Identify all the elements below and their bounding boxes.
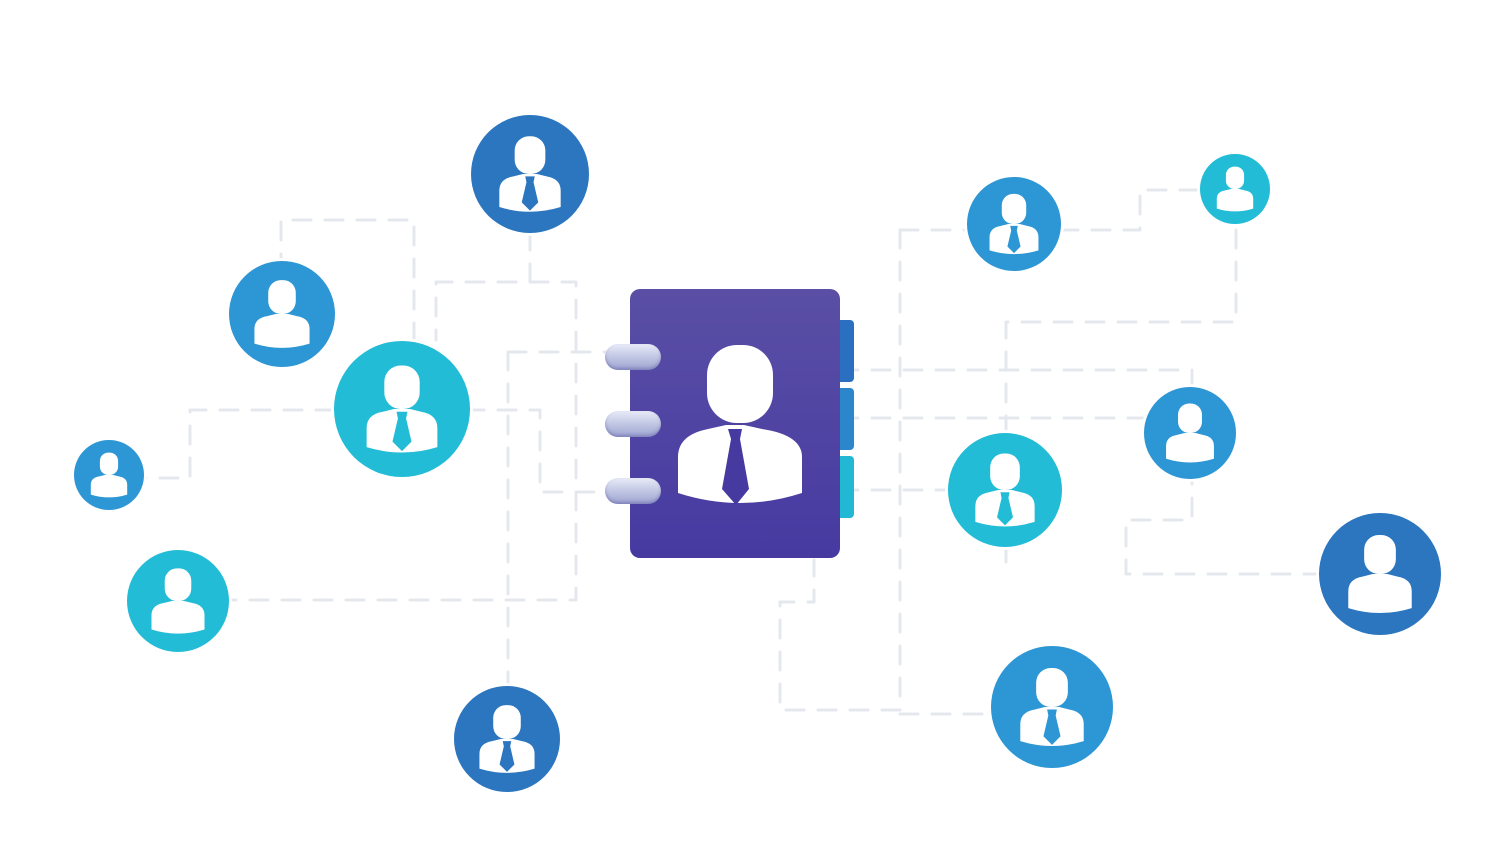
businessman-icon [366,365,438,453]
avatar-bottom-left [454,686,560,792]
businessman-icon [1020,667,1084,747]
connector-line [464,408,622,494]
book-cover [630,289,840,558]
connector-line [898,188,1238,576]
connector-line [838,368,1322,576]
person-icon [1216,166,1254,212]
businessman-icon [989,193,1039,255]
avatar-right-top [967,177,1061,271]
businessman-icon [975,453,1035,527]
avatar-left-lower [127,550,229,652]
person-icon [1166,403,1214,463]
avatar-bottom-right [991,646,1113,768]
person-icon [151,568,205,634]
avatar-top-center [471,115,589,233]
avatar-left-large [334,341,470,477]
avatar-left-upper [229,261,335,367]
connector-line [506,350,622,692]
person-icon [254,280,310,348]
book-tab [839,320,854,382]
avatar-far-right-top [1200,154,1270,224]
avatar-right-mid [1144,387,1236,479]
book-tab [839,388,854,450]
businessman-icon [499,136,561,212]
avatar-far-left [74,440,144,510]
businessman-icon [479,705,535,773]
connector-line [228,230,578,602]
person-icon [1348,534,1412,614]
binder-ring [605,478,661,504]
avatar-far-right [1319,513,1441,635]
connector-line [778,228,902,712]
binder-ring [605,344,661,370]
businessman-icon [678,345,802,505]
person-icon [90,452,128,498]
binder-ring [605,411,661,437]
book-tab [839,456,854,518]
avatar-right-center [948,433,1062,547]
